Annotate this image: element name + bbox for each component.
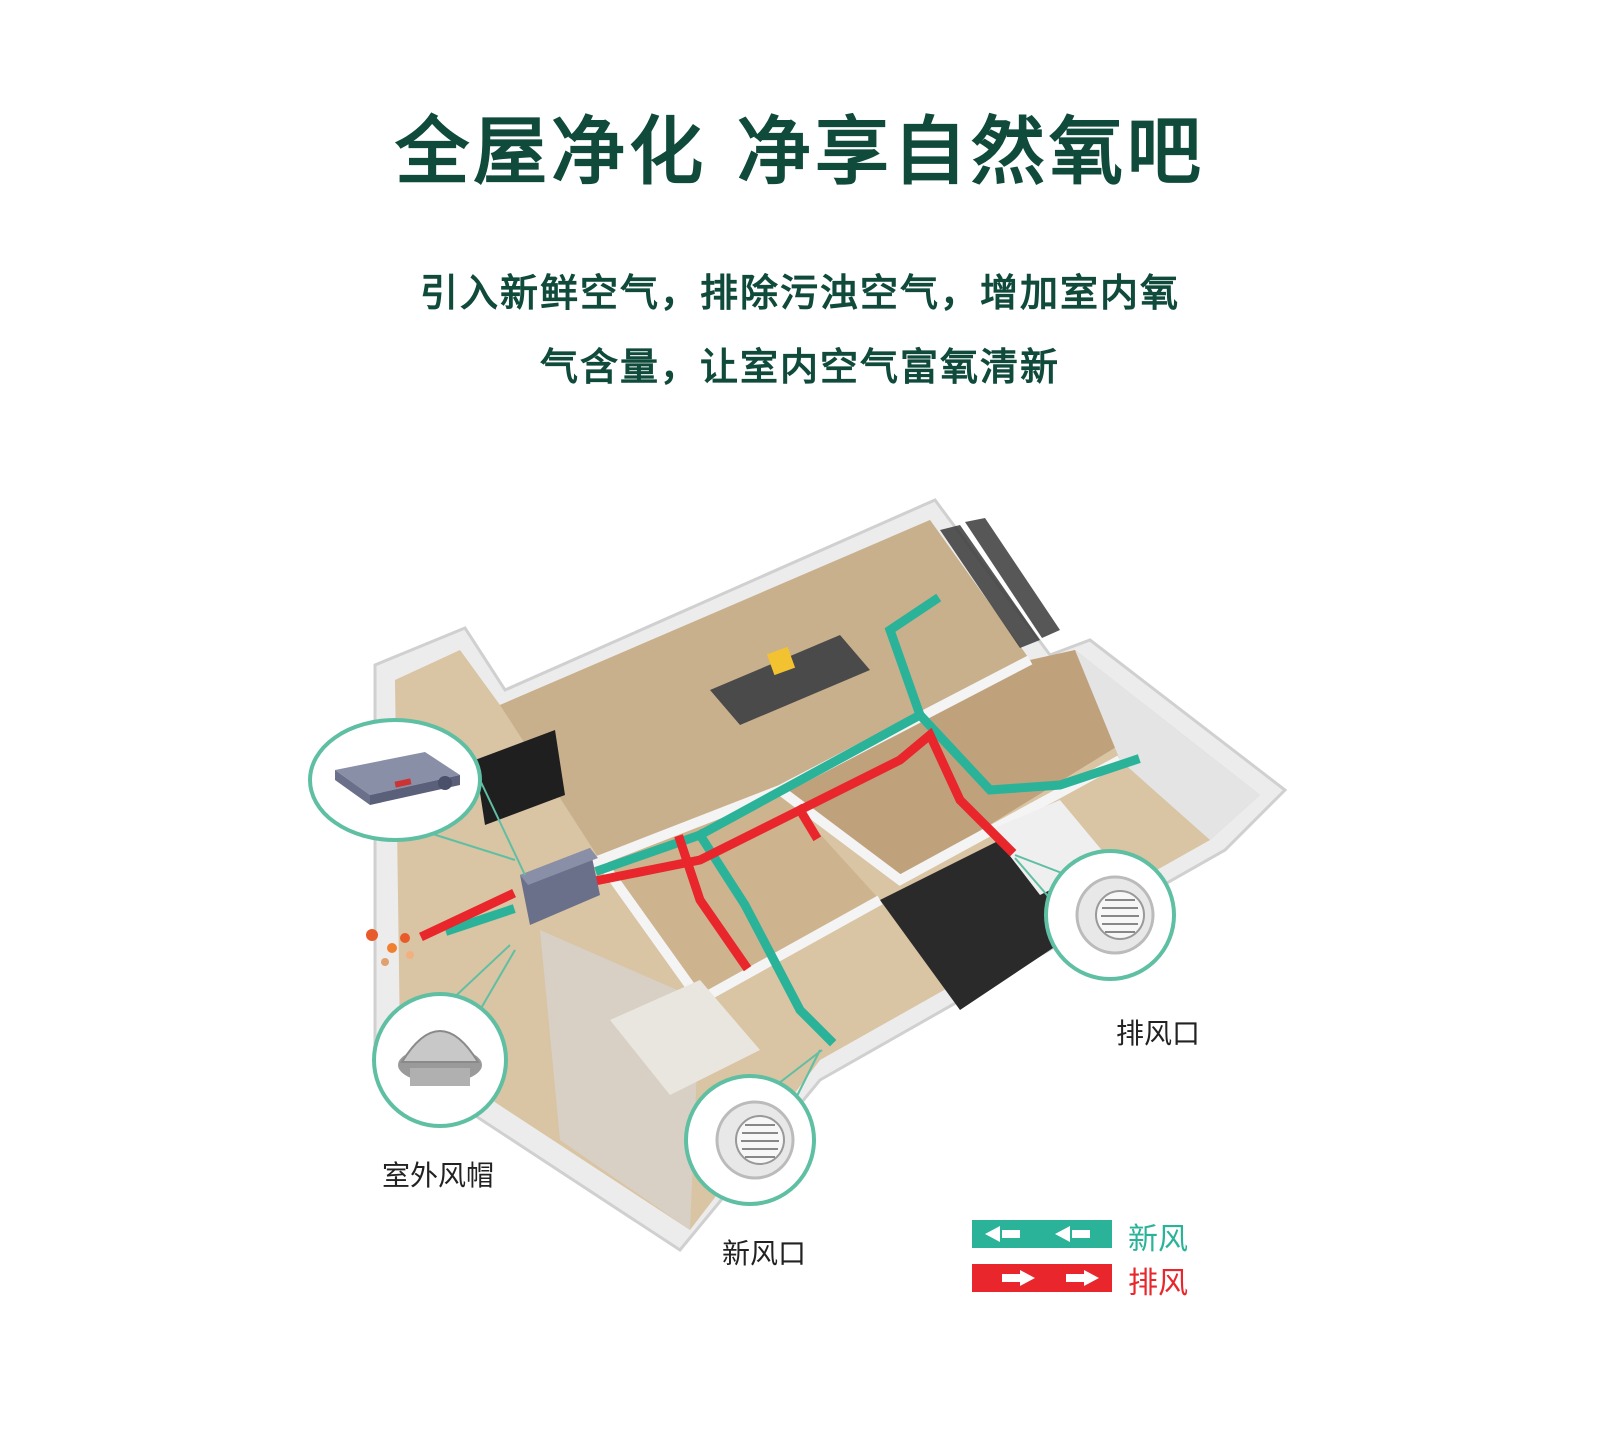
callout-ventilation-unit	[308, 718, 526, 876]
ventilation-unit	[520, 848, 600, 925]
legend-exhaust-air-swatch	[972, 1264, 1112, 1292]
label-outdoor-hood: 室外风帽	[382, 1159, 495, 1192]
subtitle-line-2: 气含量，让室内空气富氧清新	[539, 345, 1060, 389]
exhaust-air-ducts	[419, 727, 1017, 972]
page-title: 全屋净化 净享自然氧吧	[395, 109, 1205, 195]
label-fresh-air-vent: 新风口	[722, 1237, 807, 1270]
legend-exhaust-air-label: 排风	[1128, 1266, 1188, 1301]
subtitle-line-1: 引入新鲜空气，排除污浊空气，增加室内氧	[419, 271, 1180, 315]
callout-fresh-air-vent	[684, 1049, 823, 1206]
floor-plan-diagram	[308, 498, 1288, 1292]
exhaust-particles	[366, 929, 414, 966]
label-exhaust-vent: 排风口	[1116, 1017, 1201, 1050]
legend-fresh-air-label: 新风	[1128, 1222, 1188, 1257]
legend-fresh-air-swatch	[972, 1220, 1112, 1248]
callout-outdoor-hood	[372, 944, 516, 1128]
callout-exhaust-vent	[1014, 849, 1176, 981]
